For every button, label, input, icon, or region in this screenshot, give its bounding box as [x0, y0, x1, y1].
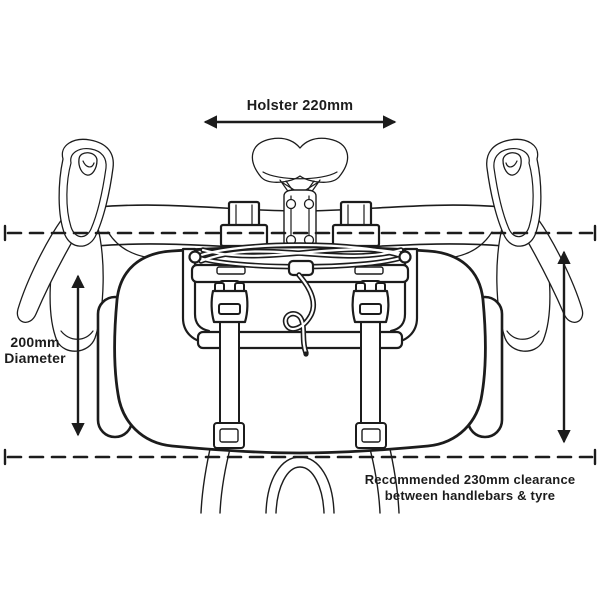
- stem: [283, 189, 317, 253]
- diameter-label: 200mm Diameter: [4, 334, 66, 366]
- brake-hood-left: [16, 138, 153, 352]
- pull-cord: [282, 259, 317, 357]
- svg-text:Recommended 230mm clearance: Recommended 230mm clearance: [365, 472, 576, 487]
- mount-bracket-left: [219, 200, 269, 248]
- clearance-reference-line: [3, 448, 597, 466]
- svg-text:Diameter: Diameter: [4, 350, 66, 366]
- holster-width-label: Holster 220mm: [247, 98, 354, 114]
- frame-bar-lower: [196, 330, 404, 350]
- svg-text:200mm: 200mm: [10, 334, 59, 350]
- mount-bracket-right: [331, 200, 381, 248]
- buckle-left: [210, 282, 249, 324]
- handlebar-reference-line: [3, 224, 597, 242]
- svg-text:between handlebars & tyre: between handlebars & tyre: [385, 488, 555, 503]
- front-tyre: [265, 456, 335, 514]
- clearance-label: Recommended 230mm clearance between hand…: [365, 472, 576, 503]
